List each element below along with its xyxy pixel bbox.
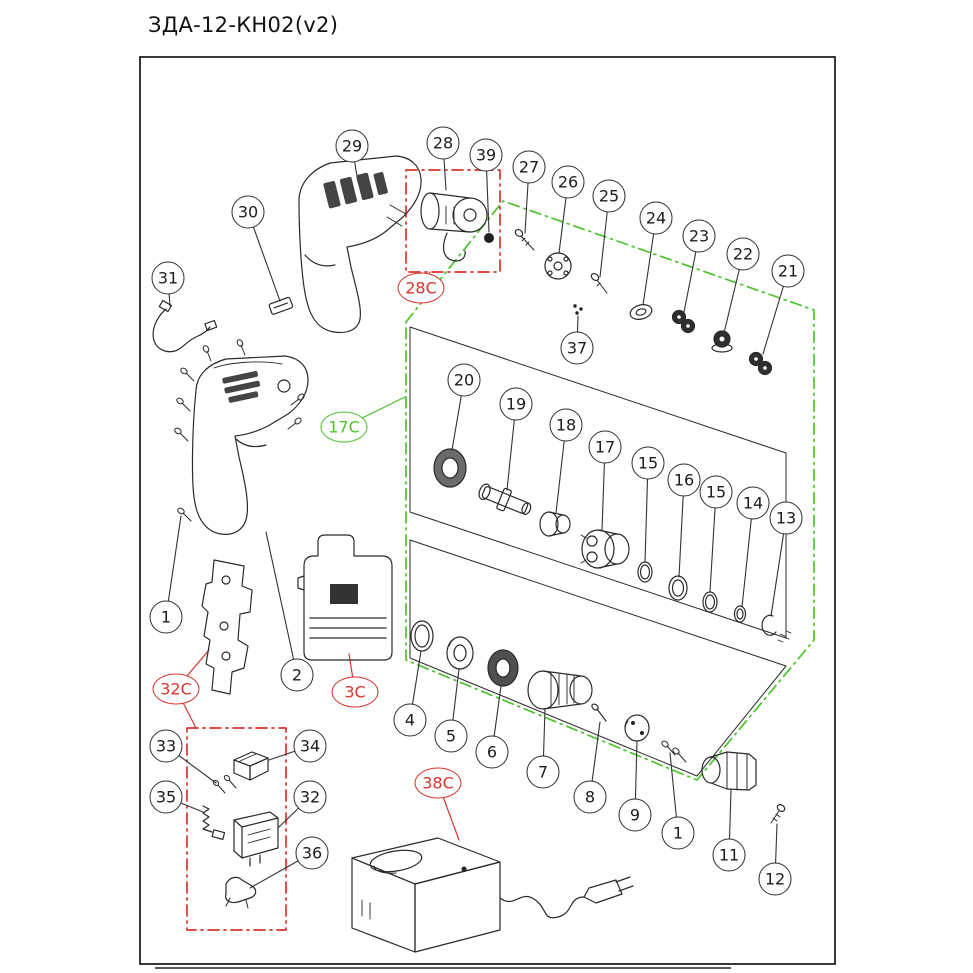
part-ring-gear-6 bbox=[487, 649, 519, 687]
balloon-22: 22 bbox=[726, 237, 760, 271]
part-power-cord-plug bbox=[499, 876, 634, 919]
balloon-5: 5 bbox=[434, 719, 468, 753]
balloon-9: 9 bbox=[618, 798, 652, 832]
part-spring-35 bbox=[202, 805, 226, 841]
part-clutch-plate-26 bbox=[544, 252, 572, 280]
part-clip-30 bbox=[268, 296, 294, 315]
balloon-11: 11 bbox=[712, 838, 746, 872]
part-ring-16 bbox=[668, 575, 688, 601]
balloon-3c: 3C bbox=[331, 676, 379, 708]
part-pinion-gear bbox=[484, 233, 494, 243]
balloon-36: 36 bbox=[295, 836, 329, 870]
part-bearing-5 bbox=[446, 636, 474, 670]
balloon-1a: 1 bbox=[149, 600, 183, 634]
part-screws-1 bbox=[661, 740, 687, 763]
part-screw-27 bbox=[514, 228, 535, 251]
balloon-12: 12 bbox=[758, 862, 792, 896]
balloon-1b: 1 bbox=[661, 816, 695, 850]
part-screw-12 bbox=[770, 804, 786, 824]
part-gear-carrier-17 bbox=[580, 529, 630, 569]
part-washer-24 bbox=[629, 304, 653, 320]
part-lever-36 bbox=[225, 876, 257, 909]
part-switch-button-34 bbox=[233, 751, 269, 781]
part-switch-body-32 bbox=[233, 811, 279, 867]
part-ring-4 bbox=[410, 620, 434, 652]
part-gear-22 bbox=[711, 330, 733, 353]
part-balls-37 bbox=[573, 304, 583, 315]
balloon-16: 16 bbox=[667, 463, 701, 497]
balloon-35: 35 bbox=[149, 780, 183, 814]
balloon-4: 4 bbox=[393, 703, 427, 737]
group-outline-17c bbox=[405, 200, 815, 781]
part-output-shaft-19 bbox=[478, 483, 532, 515]
part-battery-pack bbox=[297, 534, 393, 661]
balloon-13: 13 bbox=[769, 501, 803, 535]
balloon-8: 8 bbox=[573, 780, 607, 814]
part-housing-lower bbox=[191, 355, 309, 535]
part-ring-15b bbox=[702, 591, 718, 613]
diagram-border bbox=[139, 56, 836, 965]
balloon-28: 28 bbox=[426, 126, 460, 160]
balloon-17c: 17C bbox=[320, 411, 368, 443]
balloon-15a: 15 bbox=[631, 446, 665, 480]
balloon-14: 14 bbox=[736, 486, 770, 520]
part-sleeve-18 bbox=[539, 511, 571, 537]
part-housing-screws bbox=[174, 339, 305, 522]
balloon-17: 17 bbox=[588, 430, 622, 464]
balloon-28c: 28C bbox=[397, 272, 445, 304]
part-chuck bbox=[701, 751, 757, 791]
balloon-38c: 38C bbox=[414, 767, 462, 799]
balloon-21: 21 bbox=[771, 254, 805, 288]
balloon-25: 25 bbox=[592, 179, 626, 213]
balloon-34: 34 bbox=[293, 729, 327, 763]
balloon-6: 6 bbox=[475, 735, 509, 769]
part-clutch-housing-7 bbox=[527, 670, 593, 710]
part-switch-bracket bbox=[201, 559, 253, 695]
balloon-19: 19 bbox=[499, 387, 533, 421]
balloon-18: 18 bbox=[549, 408, 583, 442]
balloon-15b: 15 bbox=[699, 475, 733, 509]
part-wire-31 bbox=[152, 299, 218, 353]
part-screws-33 bbox=[212, 774, 237, 794]
balloon-32c: 32C bbox=[152, 673, 200, 705]
balloon-20: 20 bbox=[447, 363, 481, 397]
balloon-32: 32 bbox=[293, 780, 327, 814]
part-gear-sleeve-20 bbox=[433, 448, 467, 488]
balloon-37: 37 bbox=[560, 331, 594, 365]
balloon-27: 27 bbox=[512, 150, 546, 184]
balloon-7: 7 bbox=[526, 755, 560, 789]
part-disc-9 bbox=[624, 714, 650, 742]
balloon-31: 31 bbox=[151, 261, 185, 295]
diagram-title: ЗДА-12-КН02(v2) bbox=[148, 13, 339, 37]
balloon-23: 23 bbox=[682, 219, 716, 253]
balloon-2: 2 bbox=[280, 658, 314, 692]
part-pin-8 bbox=[591, 703, 607, 722]
leader-lines bbox=[165, 142, 789, 889]
group-box-32c bbox=[186, 727, 287, 931]
part-circlip-13 bbox=[761, 614, 792, 643]
part-ring-14 bbox=[733, 605, 747, 623]
balloon-24: 24 bbox=[639, 201, 673, 235]
balloon-39: 39 bbox=[469, 138, 503, 172]
balloon-30: 30 bbox=[231, 195, 265, 229]
part-housing-upper bbox=[298, 155, 422, 334]
balloon-26: 26 bbox=[551, 165, 585, 199]
part-charger bbox=[351, 837, 501, 953]
balloon-29: 29 bbox=[335, 129, 369, 163]
part-ring-15a bbox=[637, 561, 653, 583]
part-motor bbox=[420, 192, 488, 262]
assembly-plane-lower bbox=[409, 539, 787, 777]
group-box-28c bbox=[405, 169, 501, 273]
part-gears-23 bbox=[671, 309, 696, 334]
part-gears-21 bbox=[748, 351, 773, 376]
part-screw-25 bbox=[590, 272, 608, 294]
balloon-33: 33 bbox=[149, 729, 183, 763]
